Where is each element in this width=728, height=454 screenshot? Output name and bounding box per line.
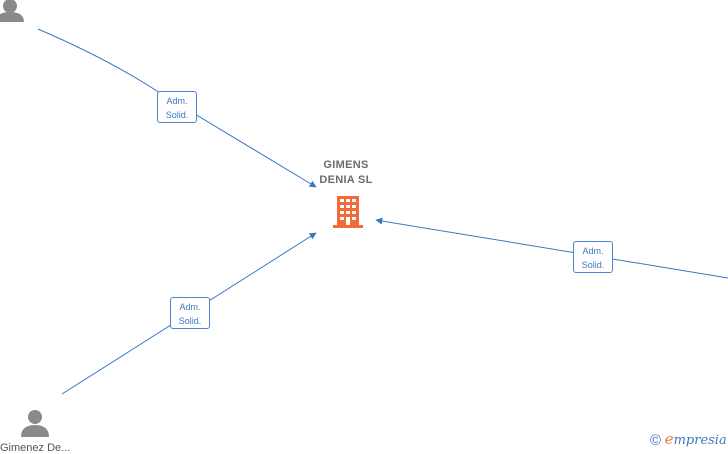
relation-label[interactable]: Adm. Solid.	[157, 91, 197, 123]
person-icon[interactable]	[21, 410, 49, 437]
company-name[interactable]: GIMENS DENIA SL	[296, 158, 396, 188]
relation-label-line1: Adm.	[582, 246, 604, 256]
relation-label-line1: Adm.	[179, 302, 201, 312]
edge-person-right	[375, 217, 728, 279]
person-name[interactable]: Gimenez De...	[0, 442, 71, 454]
person-icon[interactable]	[0, 0, 24, 22]
relation-label-line1: Adm.	[166, 96, 188, 106]
company-name-line1: GIMENS	[323, 159, 369, 171]
relation-label[interactable]: Adm. Solid.	[170, 297, 210, 329]
company-name-line2: DENIA SL	[319, 174, 373, 186]
building-icon[interactable]	[333, 196, 363, 228]
relation-label[interactable]: Adm. Solid.	[573, 241, 613, 273]
edge-person-top-left	[37, 28, 317, 188]
relation-label-line2: Solid.	[581, 260, 605, 270]
brand-name: mpresia	[673, 433, 727, 448]
empresia-logo[interactable]: © empresia	[650, 430, 727, 449]
relation-label-line2: Solid.	[165, 110, 189, 120]
brand-initial: e	[664, 430, 674, 448]
copyright-symbol: ©	[650, 432, 662, 449]
relation-label-line2: Solid.	[178, 316, 202, 326]
